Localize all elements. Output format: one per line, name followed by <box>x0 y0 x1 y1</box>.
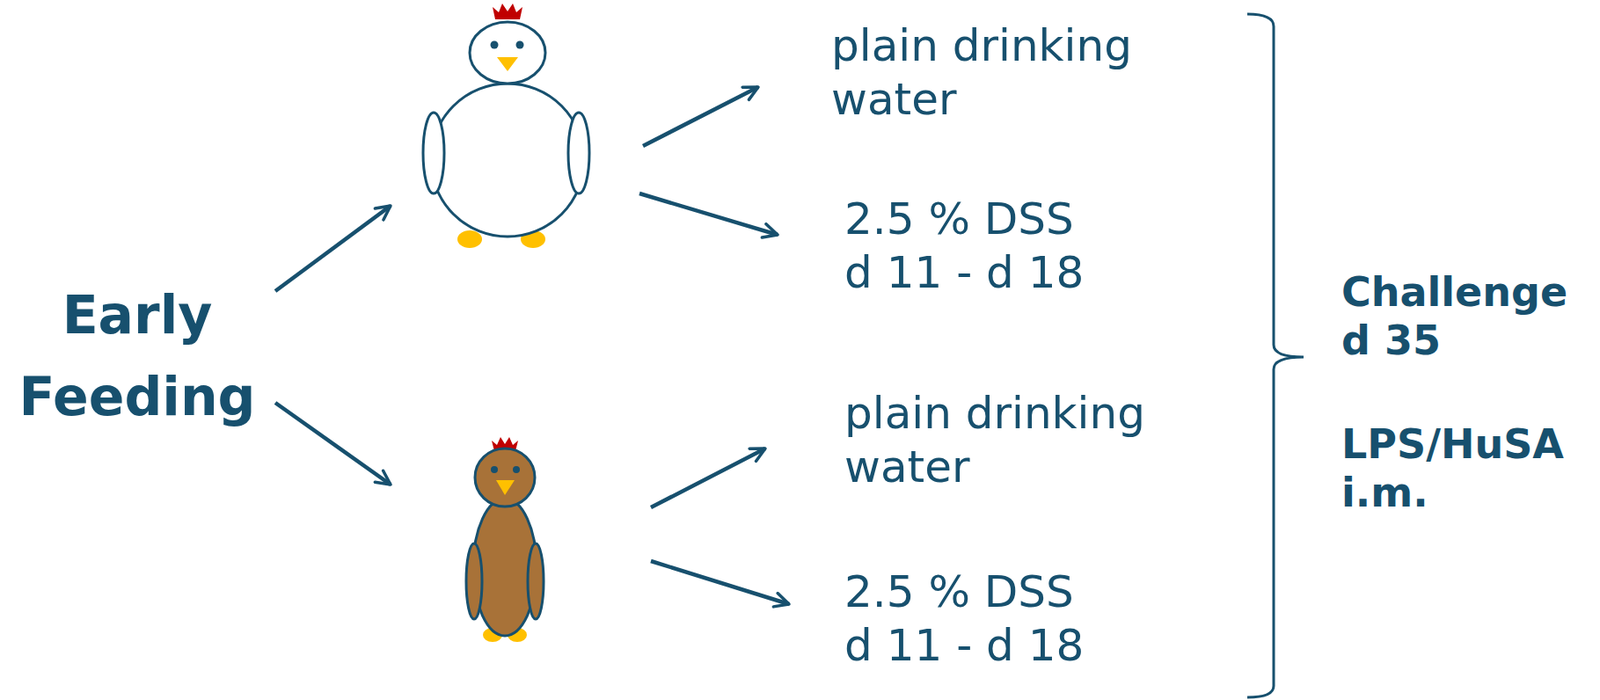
broiler-chicken <box>423 3 590 249</box>
treatment-label: plain drinking water <box>844 387 1179 495</box>
treatment-label: 2.5 % DSS d 11 - d 18 <box>844 192 1100 300</box>
arrow <box>275 205 391 292</box>
bracket <box>1247 14 1304 698</box>
arrow <box>639 193 778 235</box>
arrow <box>275 402 391 485</box>
layer-chicken <box>466 437 544 643</box>
challenge-label: LPS/HuSA i.m. <box>1341 420 1585 518</box>
arrow <box>642 87 759 147</box>
treatment-label: plain drinking water <box>831 19 1166 127</box>
arrow <box>650 561 790 605</box>
arrow <box>650 448 766 508</box>
challenge-label: Challenge d 35 <box>1341 268 1585 366</box>
treatment-label: 2.5 % DSS d 11 - d 18 <box>844 565 1100 673</box>
group-label: Early Feeding <box>0 274 275 439</box>
